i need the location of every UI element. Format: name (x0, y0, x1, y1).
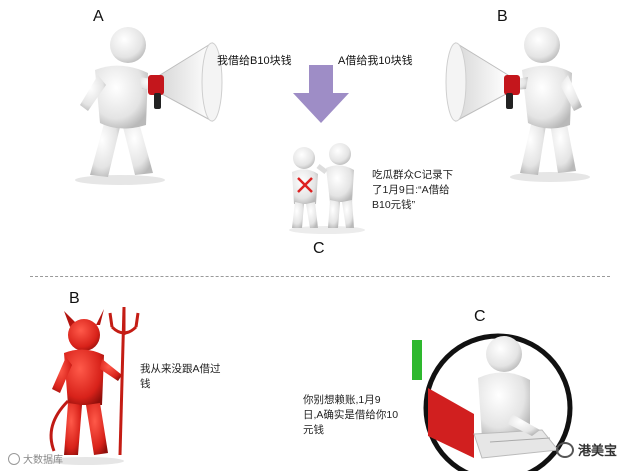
figure-a-with-megaphone (75, 27, 223, 185)
label-c: C (313, 240, 325, 257)
wechat-icon (556, 441, 574, 458)
speech-b: A借给我10块钱 (338, 55, 413, 67)
speech-a: 我借给B10块钱 (217, 55, 292, 67)
watermark-logo-icon (8, 452, 20, 465)
c-speech: 你别想赖账,1月9日,A确实是借给你10元钱 (303, 394, 399, 436)
down-arrow-icon (293, 65, 349, 123)
figure-b-with-megaphone (445, 27, 590, 182)
brand-right: 港美宝 (556, 440, 617, 459)
laptop-icon (428, 388, 474, 458)
label-c-bottom: C (474, 308, 486, 325)
figure-c-with-laptop (412, 333, 573, 471)
devil-speech: 我从来没跟A借过钱 (140, 363, 221, 390)
label-b: B (497, 8, 508, 25)
crowd-figures (289, 143, 365, 234)
label-a: A (93, 8, 104, 25)
label-b-bottom: B (69, 290, 80, 307)
devil-figure (48, 306, 140, 465)
crowd-note: 吃瓜群众C记录下了1月9日:“A借给B10元钱” (372, 169, 454, 211)
watermark-text: 大数据库 (23, 455, 63, 466)
watermark-left: 大数据库 (8, 451, 63, 466)
section-divider (30, 276, 610, 277)
brand-text: 港美宝 (578, 443, 618, 458)
